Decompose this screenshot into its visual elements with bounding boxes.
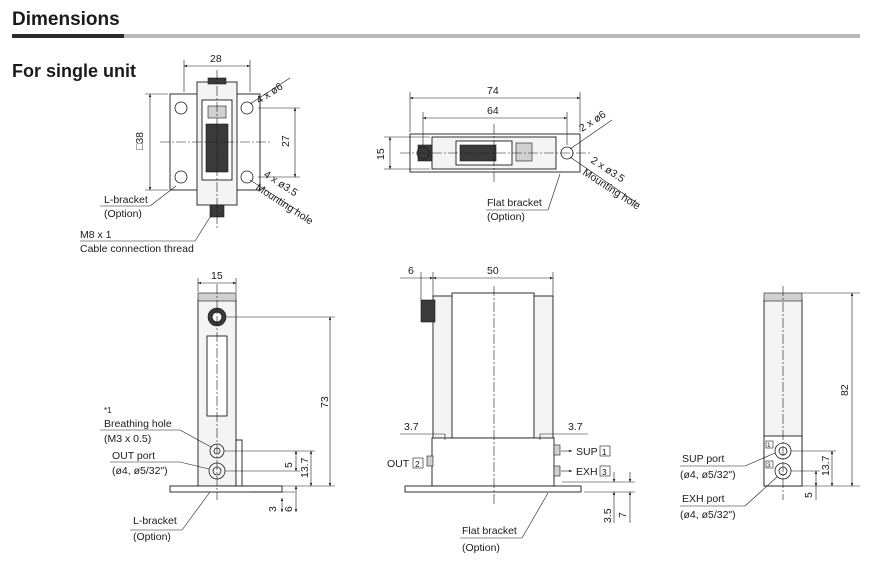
label-sup-port: SUP port xyxy=(682,453,724,465)
label-breathing-spec: (M3 x 0.5) xyxy=(104,433,151,445)
dim-3-7-right: 3.7 xyxy=(568,421,583,433)
label-exh-port-spec: (ø4, ø5/32") xyxy=(680,509,736,521)
label-thread: M8 x 1 xyxy=(80,229,112,241)
dim-27: 27 xyxy=(280,135,292,147)
label-sup-side: SUP xyxy=(576,446,598,458)
label-breathing-hole: Breathing hole xyxy=(104,418,172,430)
label-l-bracket-bottom-option: (Option) xyxy=(133,531,171,543)
side-elev-inner xyxy=(451,292,535,439)
top-left-view: 28 □38 27 4 x ø6 4 x ø3.5 Mounting hole … xyxy=(80,53,315,255)
label-out-side: OUT xyxy=(387,458,410,470)
badge-sup-1: 1 xyxy=(602,447,607,457)
dim-13-7-rear: 13.7 xyxy=(820,455,832,476)
label-flat-bracket-top: Flat bracket xyxy=(487,197,542,209)
dim-73: 73 xyxy=(319,396,331,408)
mount-hole-tl xyxy=(174,101,188,115)
dim-6-side: 6 xyxy=(408,265,414,277)
mount-hole-br xyxy=(240,170,254,184)
label-2xd6: 2 x ø6 xyxy=(577,108,608,134)
title-rule-accent xyxy=(12,34,124,38)
bottom-middle-view: 6 50 3.7 3.7 OUT 2 SUP 1 EXH 3 3.5 7 xyxy=(387,265,635,554)
l-bracket-side xyxy=(235,439,243,487)
label-thread-desc: Cable connection thread xyxy=(80,243,194,255)
dim-28: 28 xyxy=(210,53,222,65)
section-title: For single unit xyxy=(12,61,136,81)
label-l-bracket-top: L-bracket xyxy=(104,194,148,206)
dim-7: 7 xyxy=(617,512,629,518)
flat-bracket-side xyxy=(404,485,582,493)
dim-3-7-left: 3.7 xyxy=(404,421,419,433)
label-sup-port-spec: (ø4, ø5/32") xyxy=(680,469,736,481)
label-l-bracket-bottom: L-bracket xyxy=(133,515,177,527)
badge-out-2: 2 xyxy=(415,459,420,469)
dim-82: 82 xyxy=(839,384,851,396)
side-label xyxy=(515,142,533,162)
top-right-view: 74 64 15 2 x ø6 2 x ø3.5 Mounting hole F… xyxy=(375,85,642,223)
dim-square-38: □38 xyxy=(134,132,146,150)
bottom-right-view: 1 3 82 13.7 5 SUP port (ø4, ø5/32") EXH … xyxy=(680,286,860,521)
label-l-bracket-top-option: (Option) xyxy=(104,208,142,220)
dim-64: 64 xyxy=(487,105,499,117)
label-out-port-spec: (ø4, ø5/32") xyxy=(112,465,168,477)
page-title: Dimensions xyxy=(12,9,120,30)
dim-3-front: 3 xyxy=(267,506,279,512)
label-flat-bracket-bottom: Flat bracket xyxy=(462,525,517,537)
label-out-port: OUT port xyxy=(112,450,155,462)
label-flat-bracket-bottom-option: (Option) xyxy=(462,542,500,554)
dim-5-front: 5 xyxy=(283,462,295,468)
exh-fitting xyxy=(553,465,561,477)
badge-rear-1: 1 xyxy=(767,442,771,449)
dim-13-7-front: 13.7 xyxy=(299,457,311,478)
dim-3-5: 3.5 xyxy=(602,508,614,523)
label-exh-side: EXH xyxy=(576,466,598,478)
dim-15-top: 15 xyxy=(375,148,387,160)
title-rule xyxy=(12,34,860,38)
dim-5-rear: 5 xyxy=(803,492,815,498)
note-mark: *1 xyxy=(104,406,112,415)
l-bracket-foot xyxy=(169,485,283,493)
dim-6-front: 6 xyxy=(283,506,295,512)
label-4xd6: 4 x ø6 xyxy=(254,80,285,106)
side-elev-connector xyxy=(420,299,436,323)
label-exh-port: EXH port xyxy=(682,493,725,505)
sup-fitting xyxy=(553,444,561,456)
badge-rear-3: 3 xyxy=(767,462,771,469)
out-fitting xyxy=(426,455,434,467)
dim-50: 50 xyxy=(487,265,499,277)
bottom-left-view: 15 73 5 13.7 3 6 *1 Breathing hole (M3 x… xyxy=(100,270,335,543)
dim-74: 74 xyxy=(487,85,499,97)
label-flat-bracket-top-option: (Option) xyxy=(487,211,525,223)
badge-exh-3: 3 xyxy=(602,467,607,477)
mount-hole-bl xyxy=(174,170,188,184)
mount-hole-tr xyxy=(240,101,254,115)
side-elev-base xyxy=(431,437,555,487)
dim-15-front: 15 xyxy=(211,270,223,282)
